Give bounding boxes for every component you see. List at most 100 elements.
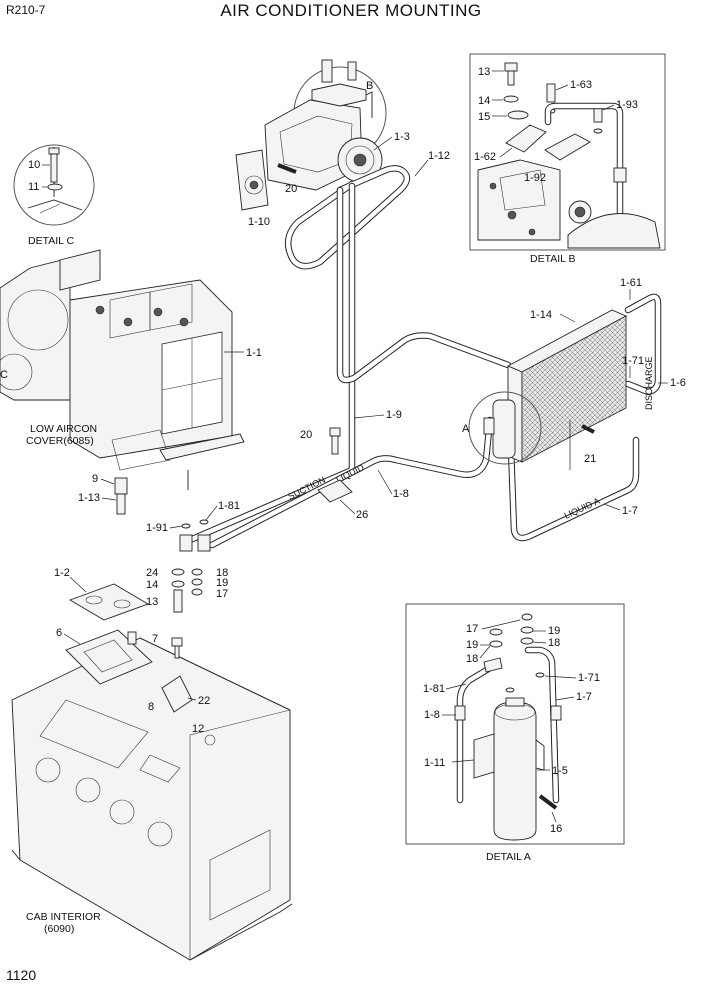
label-detail-b-1-62: 1-62: [474, 151, 496, 163]
label-22: 22: [198, 695, 210, 707]
detail-b-caption: DETAIL B: [530, 253, 576, 265]
label-detail-a-1-11: 1-11: [424, 757, 445, 769]
label-1-2: 1-2: [54, 567, 70, 579]
label-7: 7: [152, 633, 158, 645]
detail-a-frame: [405, 603, 625, 845]
label-9: 9: [92, 473, 98, 485]
label-detail-b-13: 13: [478, 66, 490, 78]
bolt-icon: [538, 794, 558, 810]
evaporator-unit: 1-1 C LOW AIRCON COVER(6085) 9 1-13: [0, 249, 262, 515]
label-1-14: 1-14: [530, 309, 552, 321]
o-ring-icon: [521, 613, 533, 621]
label-1-9: 1-9: [386, 409, 402, 421]
air-vent-icon: [109, 799, 135, 825]
o-ring-icon: [199, 519, 209, 525]
drain-valve: [114, 477, 128, 495]
washer-icon: [47, 183, 63, 191]
o-ring-icon: [181, 523, 191, 529]
detail-c: 10 11 DETAIL C: [13, 144, 95, 247]
bolt-icon: [329, 427, 341, 437]
o-ring-icon: [507, 110, 529, 120]
mounting-plate: [68, 583, 150, 621]
label-26: 26: [356, 509, 368, 521]
label-19-main: 19: [216, 577, 228, 589]
page-number: 1120: [6, 967, 36, 983]
pipe-label-discharge: DISCHARGE: [644, 356, 654, 410]
label-detail-c-10: 10: [28, 159, 40, 171]
detail-c-circle: [13, 144, 95, 226]
label-1-8: 1-8: [393, 488, 409, 500]
label-1-12: 1-12: [428, 150, 450, 162]
bolt-icon: [127, 631, 137, 645]
clamp-icon: [317, 479, 353, 503]
label-17-main: 17: [216, 588, 228, 600]
label-detail-b-1-92: 1-92: [524, 172, 546, 184]
marker-c: C: [0, 369, 8, 381]
label-detail-a-1-81: 1-81: [423, 683, 445, 695]
marker-b: B: [366, 80, 373, 92]
washer-icon: [503, 95, 519, 103]
detail-b-frame: [469, 53, 666, 251]
bolt-icon: [277, 163, 297, 174]
air-vent-icon: [75, 777, 101, 803]
label-1-6: 1-6: [670, 377, 686, 389]
cab-interior: CAB INTERIOR (6090) 1-2 6 7 22 8 12: [11, 567, 293, 961]
label-detail-a-1-7: 1-7: [576, 691, 592, 703]
label-21: 21: [584, 453, 596, 465]
air-vent-icon: [35, 757, 61, 783]
detail-c-caption: DETAIL C: [28, 235, 75, 247]
cab-label-line2: (6090): [44, 923, 74, 935]
label-detail-b-1-93: 1-93: [616, 99, 638, 111]
drain-hose: [116, 493, 126, 515]
label-12: 12: [192, 723, 204, 735]
label-detail-a-1-5: 1-5: [552, 765, 568, 777]
label-detail-b-14: 14: [478, 95, 490, 107]
label-1-81-main: 1-81: [218, 500, 240, 512]
label-24: 24: [146, 567, 158, 579]
label-detail-a-19a: 19: [548, 625, 560, 637]
flange-block-icon: [505, 124, 547, 153]
label-1-1: 1-1: [246, 347, 262, 359]
label-14-main: 14: [146, 579, 158, 591]
bolt-icon: [504, 62, 518, 72]
detail-a-marker-circle: [468, 391, 542, 465]
label-1-7-main: 1-7: [622, 505, 638, 517]
label-13-main: 13: [146, 596, 158, 608]
label-1-10: 1-10: [248, 216, 270, 228]
label-20-mid: 20: [300, 429, 312, 441]
label-detail-b-1-63: 1-63: [570, 79, 592, 91]
page-title: AIR CONDITIONER MOUNTING: [220, 1, 481, 20]
compressor-assembly: B 1-3 1-12 1-10 20: [235, 59, 450, 228]
bolt-icon: [50, 153, 58, 183]
drier-bracket: [473, 733, 495, 779]
detail-a-caption: DETAIL A: [486, 851, 531, 863]
bracket-icon: [161, 675, 193, 713]
label-1-13: 1-13: [78, 492, 100, 504]
label-detail-a-1-8: 1-8: [424, 709, 440, 721]
compressor-bracket: [235, 149, 269, 211]
label-8: 8: [148, 701, 154, 713]
marker-a: A: [462, 423, 470, 435]
detail-b: 13 14 15 1-62 1-63 1-93 1-92 DETAIL B: [469, 53, 666, 265]
label-detail-a-16: 16: [550, 823, 562, 835]
label-1-3: 1-3: [394, 131, 410, 143]
receiver-drier-detail: [493, 701, 537, 841]
model-label: R210-7: [6, 3, 46, 17]
label-20-top: 20: [285, 183, 297, 195]
label-detail-c-11: 11: [28, 181, 39, 193]
label-1-91: 1-91: [146, 522, 168, 534]
receiver-drier: [492, 399, 516, 459]
label-detail-a-19b: 19: [466, 639, 478, 651]
label-1-61: 1-61: [620, 277, 642, 289]
label-detail-a-18b: 18: [466, 653, 478, 665]
label-detail-a-1-71: 1-71: [578, 672, 600, 684]
label-detail-a-17: 17: [466, 623, 478, 635]
air-vent-icon: [147, 821, 173, 847]
cover-label-line1: LOW AIRCON: [30, 423, 97, 435]
cab-label-line1: CAB INTERIOR: [26, 911, 101, 923]
receiver-drier-marker: A: [462, 391, 542, 465]
cover-label-line2: COVER(6085): [26, 435, 94, 447]
detail-a: 17 19 18 19 18 1-71 1-81 1-7 1-8 1-11 1-…: [405, 603, 625, 863]
